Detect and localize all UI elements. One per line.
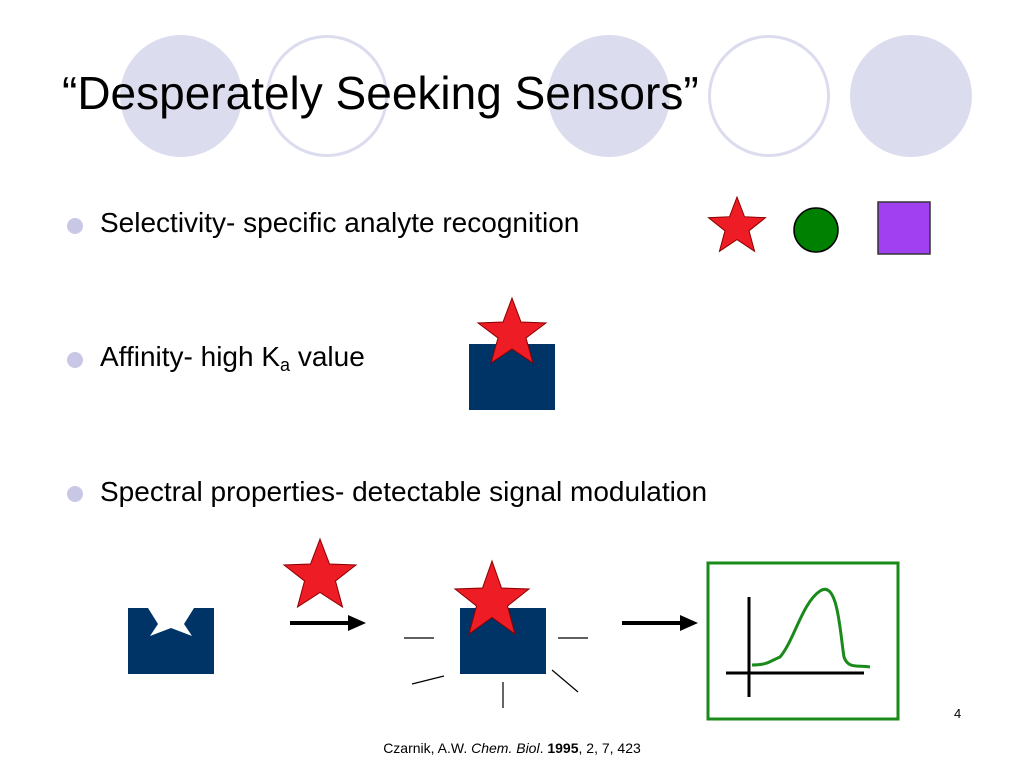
- receptor-empty-block: [128, 608, 214, 674]
- decor-circle-4: [708, 35, 830, 157]
- affinity-prefix: Affinity- high K: [100, 341, 281, 372]
- analyte-circle-shape: [793, 207, 839, 253]
- signal-graph: [706, 561, 900, 721]
- bullet-selectivity: Selectivity- specific analyte recognitio…: [100, 207, 580, 238]
- analyte-square-shape: [877, 201, 931, 255]
- bullet-dot-2: [67, 352, 83, 368]
- bullet-dot-3: [67, 486, 83, 502]
- decor-circle-3: [548, 35, 670, 157]
- signaling-complex: [404, 559, 588, 708]
- citation-year: 1995: [547, 740, 579, 756]
- receptor-bound-complex: [469, 296, 555, 410]
- arrow-right-icon: [290, 615, 366, 631]
- bullet-affinity: Affinity- high Ka value: [100, 341, 365, 375]
- decor-circle-2: [266, 35, 388, 157]
- decor-circle-5: [850, 35, 972, 157]
- affinity-subscript: a: [280, 355, 291, 375]
- analyte-star-icon: [707, 195, 767, 253]
- bullet-dot-1: [67, 218, 83, 234]
- affinity-suffix: value: [290, 341, 365, 372]
- citation-authors: Czarnik, A.W.: [383, 740, 472, 756]
- citation-details: , 2, 7, 423: [578, 740, 641, 756]
- bullet-spectral: Spectral properties- detectable signal m…: [100, 476, 708, 507]
- page-number: 4: [954, 706, 962, 721]
- free-analyte-star-icon: [282, 537, 358, 609]
- arrow-right-icon-2: [622, 615, 698, 631]
- decor-circle-1: [120, 35, 242, 157]
- citation-after-journal: .: [539, 740, 548, 756]
- citation-journal: Chem. Biol: [471, 740, 540, 756]
- slide-title: “Desperately Seeking Sensors”: [62, 67, 699, 119]
- citation: Czarnik, A.W. Chem. Biol. 1995, 2, 7, 42…: [0, 740, 1024, 756]
